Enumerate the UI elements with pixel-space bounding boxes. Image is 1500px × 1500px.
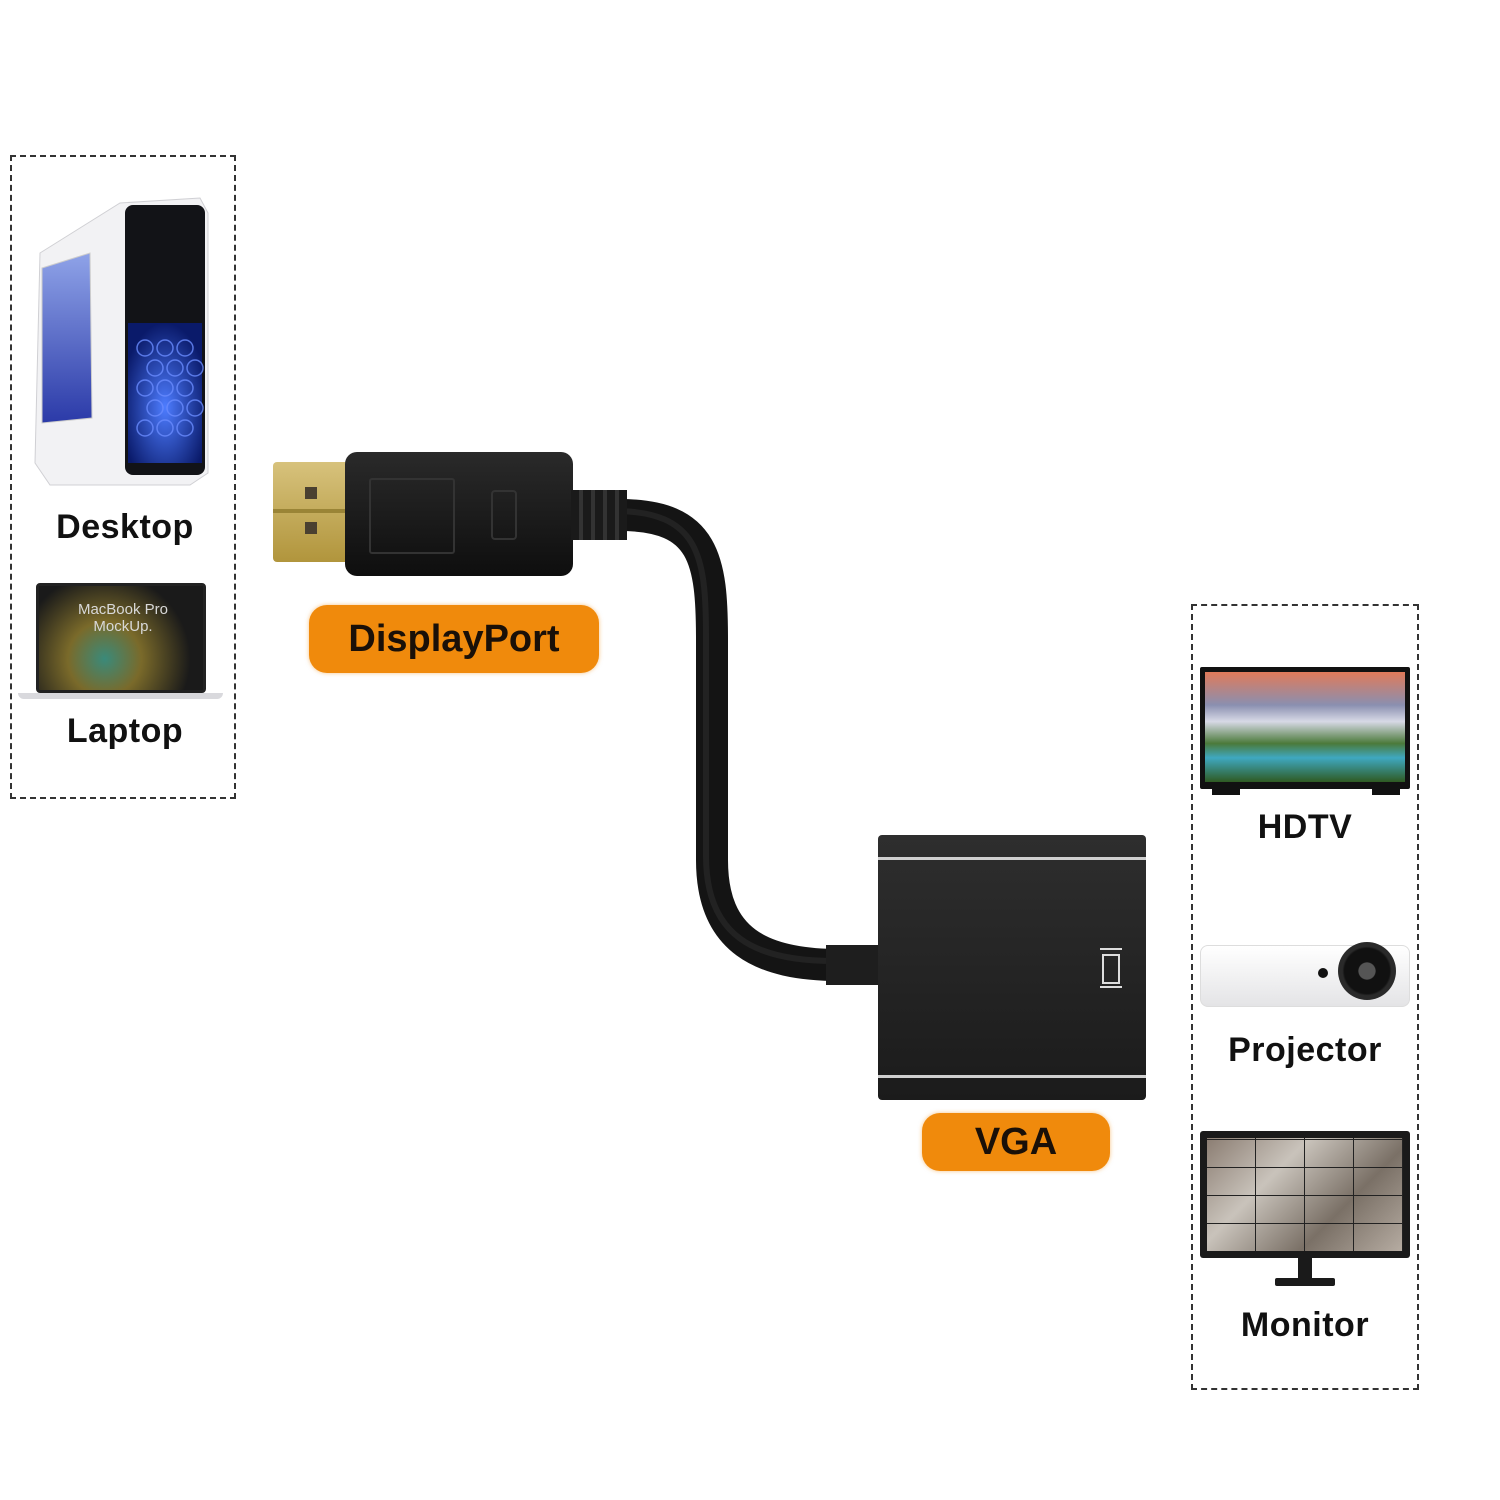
laptop-label: Laptop: [66, 712, 184, 750]
monitor-icon: [1200, 1131, 1410, 1288]
vga-label: VGA: [922, 1113, 1110, 1171]
hdtv-icon: [1200, 667, 1410, 799]
displayport-plug-icon: [273, 452, 633, 577]
desktop-tower-icon: [30, 193, 215, 488]
desktop-label: Desktop: [56, 508, 194, 546]
vga-adapter-icon: [826, 835, 1146, 1100]
projector-icon: [1200, 940, 1410, 1012]
monitor-label: Monitor: [1240, 1306, 1370, 1344]
projector-label: Projector: [1228, 1031, 1382, 1069]
vga-indicator-icon: [1100, 948, 1122, 988]
laptop-icon: MacBook Pro MockUp.: [18, 583, 223, 703]
displayport-label: DisplayPort: [309, 605, 599, 673]
laptop-screen-text-1: MacBook Pro: [77, 601, 169, 618]
target-devices-box: [1191, 604, 1419, 1390]
laptop-screen-text-2: MockUp.: [93, 618, 153, 635]
hdtv-label: HDTV: [1257, 808, 1353, 846]
source-devices-box: [10, 155, 236, 799]
